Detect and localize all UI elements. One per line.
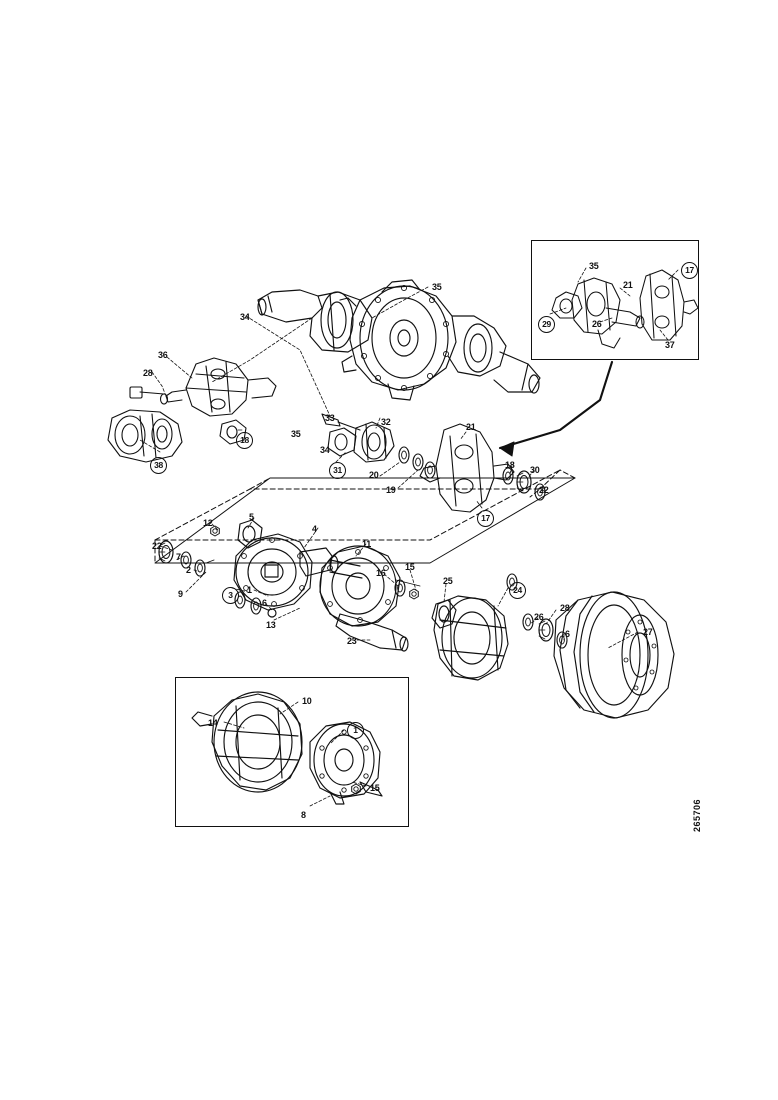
callout-36: 36 <box>158 350 168 360</box>
callout-23: 23 <box>347 636 357 646</box>
callout-15: 15 <box>405 562 415 572</box>
callout-4: 4 <box>312 524 317 534</box>
callout-16: 16 <box>376 568 386 578</box>
callout-11: 11 <box>362 539 371 549</box>
callout-12: 12 <box>203 518 213 528</box>
callout-19: 19 <box>386 485 396 495</box>
callout-31: 31 <box>329 462 346 479</box>
callout-1: 1 <box>347 722 364 739</box>
inset-box-lower-left <box>175 677 409 827</box>
callout-26: 26 <box>592 319 602 329</box>
callout-35: 35 <box>432 282 442 292</box>
callout-24: 24 <box>509 582 526 599</box>
callout-14: 14 <box>208 718 218 728</box>
callout-22: 22 <box>539 485 549 495</box>
callout-17: 17 <box>477 510 494 527</box>
callout-35: 35 <box>291 429 301 439</box>
callout-34: 34 <box>320 445 330 455</box>
callout-22: 22 <box>152 541 162 551</box>
callout-30: 30 <box>530 465 540 475</box>
callout-9: 9 <box>178 589 183 599</box>
callout-20: 20 <box>369 470 379 480</box>
callout-28: 28 <box>560 603 570 613</box>
callout-18: 18 <box>236 432 253 449</box>
callout-17: 17 <box>681 262 698 279</box>
reference-code: 265706 <box>692 798 702 832</box>
callout-27: 27 <box>643 627 653 637</box>
callout-3: 3 <box>222 587 239 604</box>
callout-2: 2 <box>186 565 191 575</box>
callout-7: 7 <box>176 552 181 562</box>
callout-6: 6 <box>565 629 570 639</box>
callout-28: 28 <box>143 368 153 378</box>
callout-21: 21 <box>623 280 633 290</box>
callout-29: 29 <box>538 316 555 333</box>
callout-21: 21 <box>466 422 476 432</box>
callout-13: 13 <box>266 620 276 630</box>
callout-32: 32 <box>381 417 391 427</box>
callout-18: 18 <box>505 460 515 470</box>
callout-1: 1 <box>247 585 252 595</box>
callout-26: 26 <box>534 612 544 622</box>
inset-box-upper-right <box>531 240 699 360</box>
callout-10: 10 <box>302 696 312 706</box>
callout-38: 38 <box>150 457 167 474</box>
callout-5: 5 <box>249 512 254 522</box>
callout-6: 6 <box>262 598 267 608</box>
callout-34: 34 <box>240 312 250 322</box>
callout-8: 8 <box>301 810 306 820</box>
callout-25: 25 <box>443 576 453 586</box>
callout-15: 15 <box>370 783 380 793</box>
callout-33: 33 <box>325 413 335 423</box>
callout-37: 37 <box>665 340 675 350</box>
callout-35: 35 <box>589 261 599 271</box>
